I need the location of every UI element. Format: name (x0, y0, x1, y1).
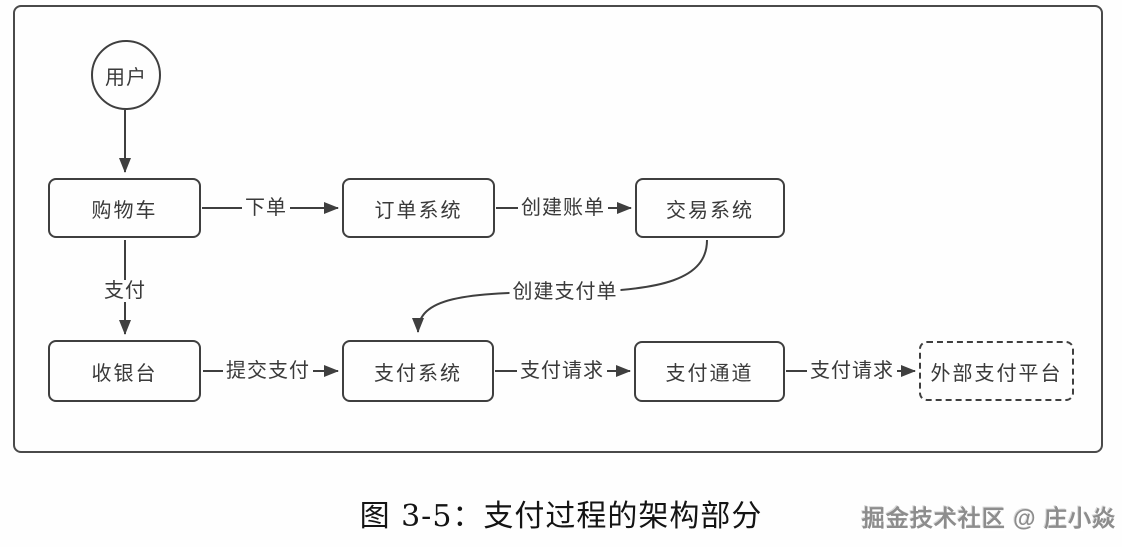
edge-label-pay: 支付 (101, 280, 149, 302)
node-user: 用户 (91, 40, 161, 110)
edge-label-submit-payment: 提交支付 (223, 360, 313, 382)
watermark-text: 掘金技术社区 @ 庄小焱 (861, 505, 1116, 531)
node-cart: 购物车 (48, 178, 201, 238)
figure-caption: 图 3-5：支付过程的架构部分 (359, 499, 763, 534)
edge-label-create-bill: 创建账单 (518, 197, 608, 219)
node-payment-system: 支付系统 (342, 340, 494, 402)
node-order-system: 订单系统 (342, 178, 495, 238)
diagram-outer-frame (13, 5, 1103, 453)
node-cashier: 收银台 (48, 340, 201, 402)
edge-label-place-order: 下单 (242, 197, 290, 219)
node-trade-system: 交易系统 (635, 178, 785, 238)
node-payment-channel: 支付通道 (634, 341, 785, 402)
edge-label-payment-request-1: 支付请求 (517, 360, 607, 382)
edge-label-create-payment-order: 创建支付单 (509, 281, 621, 303)
edge-label-payment-request-2: 支付请求 (807, 360, 897, 382)
node-external-payment-platform: 外部支付平台 (919, 341, 1074, 401)
